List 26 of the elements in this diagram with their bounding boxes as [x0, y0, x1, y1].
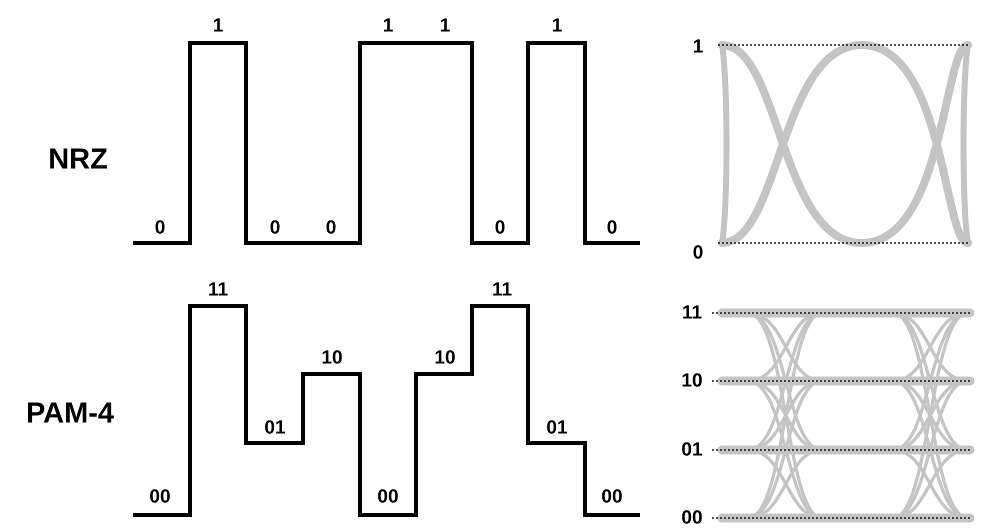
bit-value: 0 [326, 218, 336, 238]
level-label: 0 [692, 244, 704, 262]
level-label: 00 [681, 508, 703, 528]
bit-value: 1 [440, 16, 450, 36]
signal-name: PAM-4 [26, 400, 114, 428]
bit-value: 01 [264, 418, 286, 438]
bit-value: 00 [377, 488, 399, 506]
bit-value: 11 [492, 280, 512, 300]
bit-value: 0 [270, 218, 280, 238]
bit-value: 0 [494, 218, 506, 238]
bit-value: 0 [606, 218, 618, 238]
signal-name: NRZ [48, 146, 108, 174]
bit-value: 0 [154, 218, 166, 238]
bit-value: 10 [434, 348, 456, 368]
bit-value: 10 [321, 348, 343, 368]
bit-value: 1 [382, 16, 394, 36]
bit-value: 01 [546, 418, 568, 438]
level-label: 10 [681, 372, 703, 390]
level-label: 01 [681, 440, 703, 460]
bit-value: 00 [149, 488, 171, 506]
level-label: 1 [692, 38, 704, 56]
level-label: 11 [682, 304, 702, 322]
bit-value: 1 [212, 16, 224, 36]
bit-value: 11 [208, 280, 228, 300]
bit-value: 1 [552, 16, 562, 36]
bit-value: 00 [601, 488, 623, 506]
